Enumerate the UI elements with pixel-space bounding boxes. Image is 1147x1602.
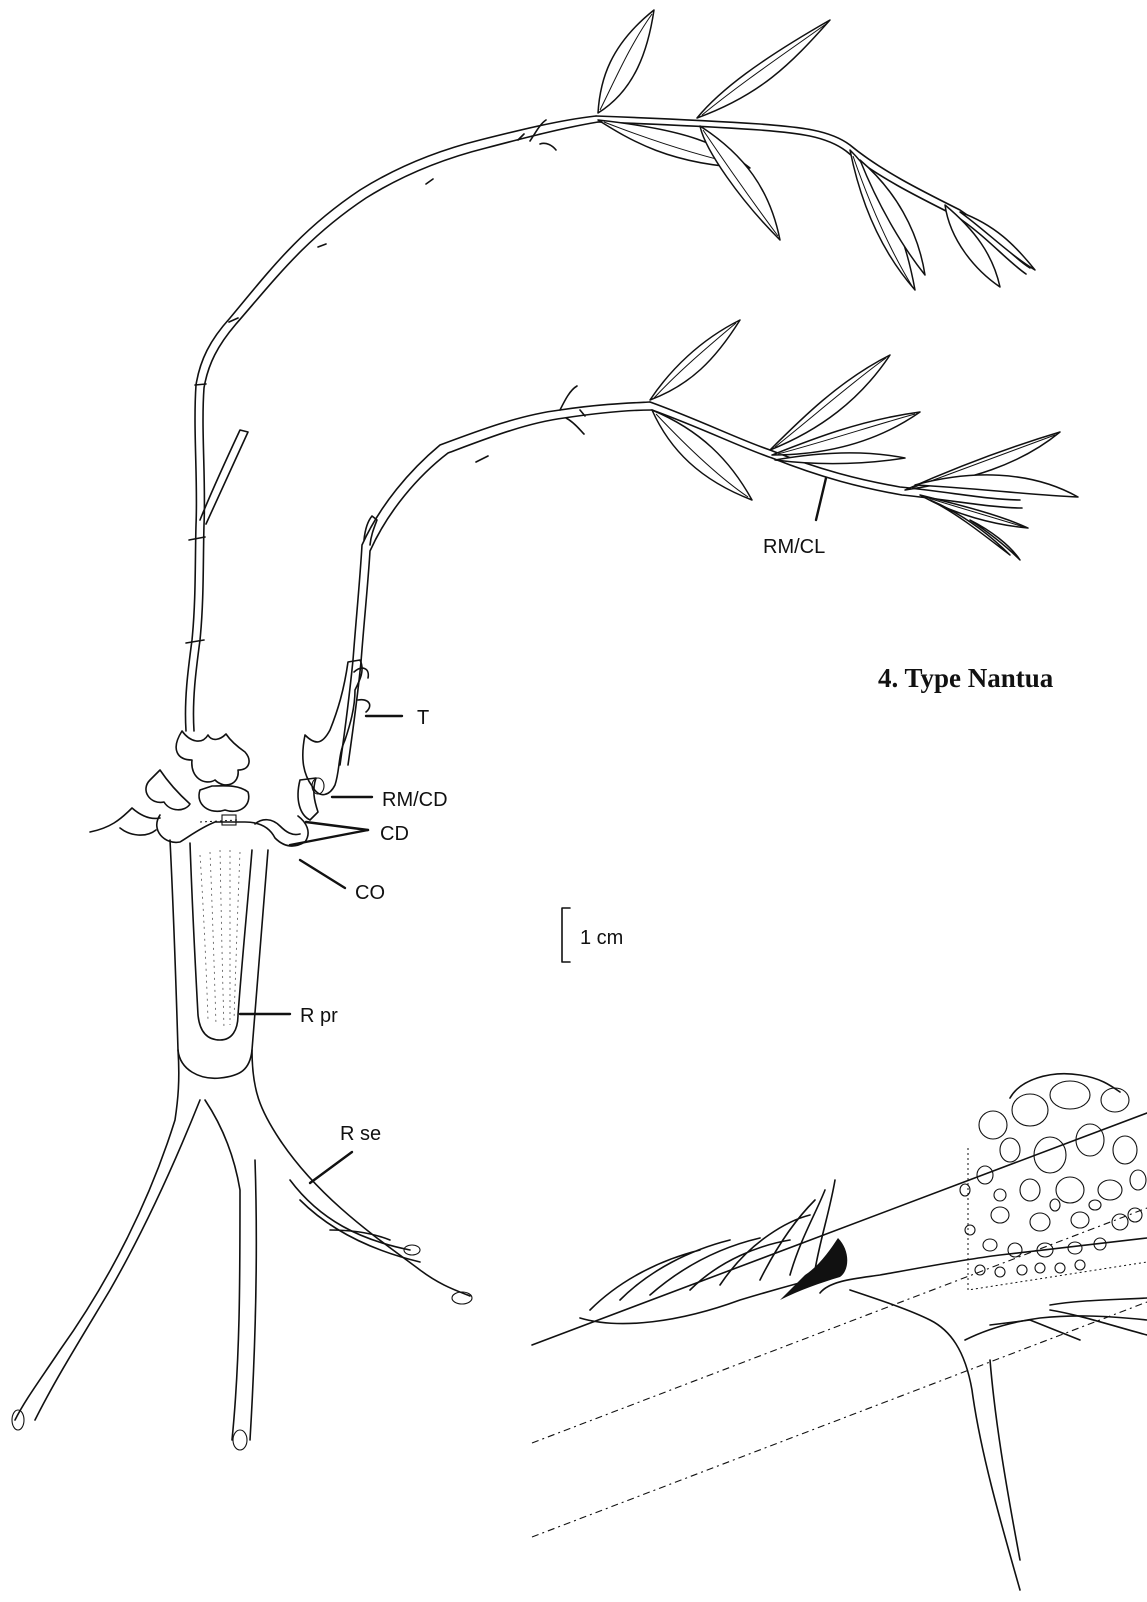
figure-title: 4. Type Nantua bbox=[878, 663, 1054, 693]
upper-leaves bbox=[598, 10, 1035, 290]
section-inset bbox=[532, 1074, 1147, 1590]
co-pointer bbox=[300, 860, 345, 888]
label-t: T bbox=[417, 707, 429, 729]
label-r-pr: R pr bbox=[300, 1005, 338, 1027]
scale-label: 1 cm bbox=[580, 927, 623, 949]
upper-shoot bbox=[185, 116, 1030, 731]
label-rm-cd: RM/CD bbox=[382, 789, 448, 811]
lower-leaves bbox=[650, 320, 1078, 560]
label-cd: CD bbox=[380, 823, 409, 845]
cd-pointer-1 bbox=[306, 822, 368, 830]
parenchyma-cells bbox=[960, 1081, 1146, 1277]
primary-root bbox=[12, 840, 472, 1450]
label-r-se: R se bbox=[340, 1123, 381, 1145]
root-striation bbox=[200, 850, 240, 1028]
label-co: CO bbox=[355, 882, 385, 904]
crown bbox=[90, 660, 370, 846]
cd-pointer-2 bbox=[290, 830, 368, 845]
scale-bar bbox=[562, 908, 570, 962]
r-se-pointer bbox=[310, 1152, 352, 1183]
label-rm-cl: RM/CL bbox=[763, 536, 825, 558]
rm-cl-pointer bbox=[816, 478, 826, 520]
